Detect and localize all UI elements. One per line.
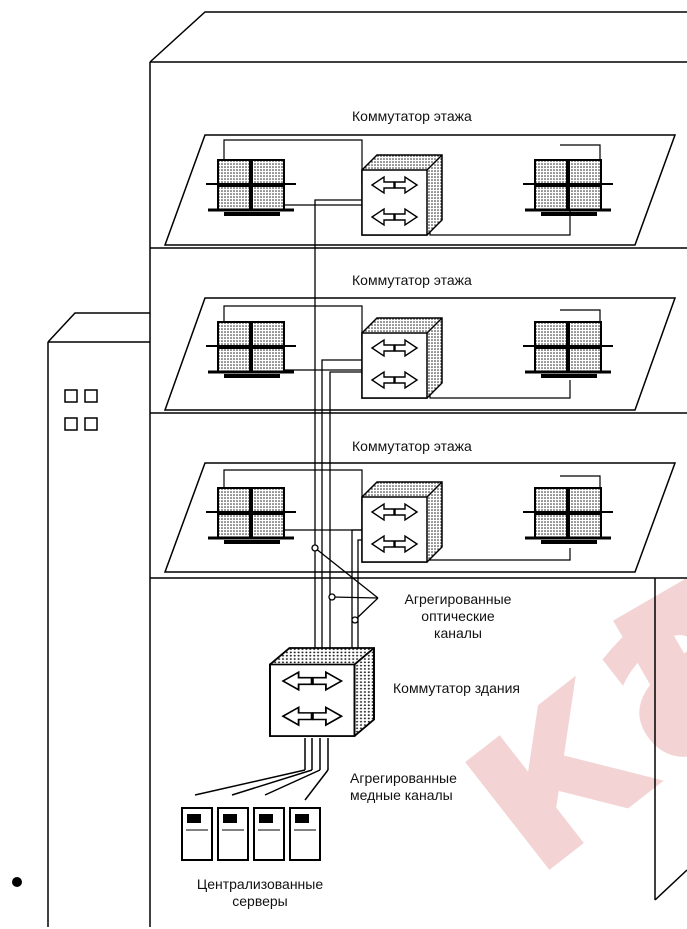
- optical-label-line-3: каналы: [383, 625, 533, 642]
- workstation-icon: [206, 160, 296, 216]
- workstation-icon: [206, 322, 296, 378]
- floor-switch-icon-1: [362, 155, 442, 235]
- optical-label-line-1: Агрегированные: [383, 591, 533, 608]
- copper-links-label: Агрегированные медные каналы: [350, 770, 457, 804]
- server-tower-icon: [254, 808, 284, 860]
- servers-label: Централизованные серверы: [160, 876, 360, 910]
- adjacent-building: [48, 313, 150, 927]
- optical-label-line-2: оптические: [383, 608, 533, 625]
- server-tower-icon: [182, 808, 212, 860]
- server-tower-icon: [218, 808, 248, 860]
- floor-switch-icon-3: [362, 482, 442, 562]
- building-switch-label: Коммутатор здания: [393, 680, 520, 697]
- workstation-icon: [206, 488, 296, 544]
- floor-switch-label-2: Коммутатор этажа: [352, 272, 472, 289]
- floor-switch-label-1: Коммутатор этажа: [352, 108, 472, 125]
- servers-label-line-1: Централизованные: [160, 876, 360, 893]
- copper-label-line-2: медные каналы: [350, 787, 457, 804]
- workstation-icon: [523, 488, 613, 544]
- optical-links-label: Агрегированные оптические каналы: [383, 591, 533, 642]
- servers-label-line-2: серверы: [160, 893, 360, 910]
- workstation-icon: [523, 322, 613, 378]
- copper-label-line-1: Агрегированные: [350, 770, 457, 787]
- floor-switch-label-3: Коммутатор этажа: [352, 438, 472, 455]
- workstation-icon: [523, 160, 613, 216]
- server-tower-icon: [290, 808, 320, 860]
- floor-switch-icon-2: [362, 318, 442, 398]
- building-switch-icon: [270, 648, 374, 736]
